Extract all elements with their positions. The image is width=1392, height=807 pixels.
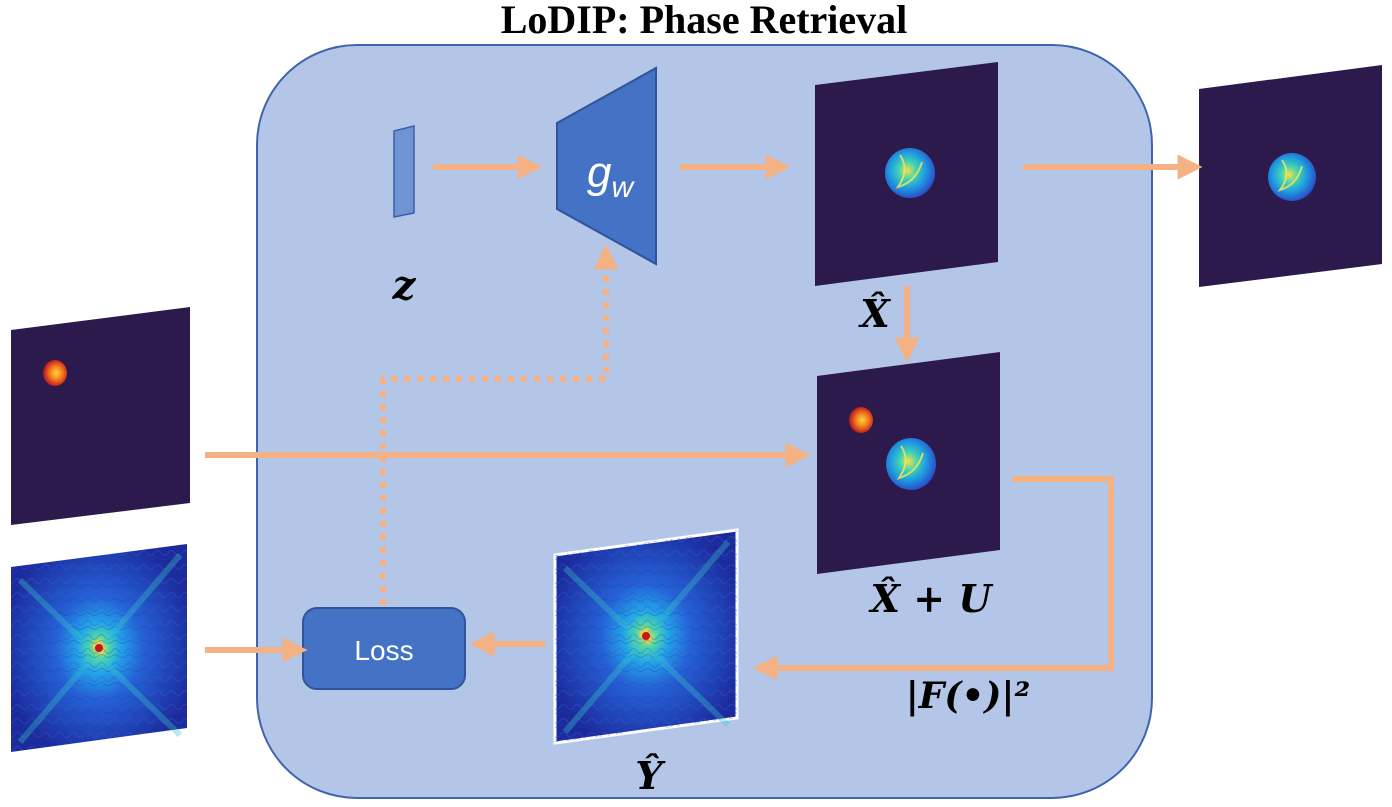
- estimate-image: [815, 62, 998, 286]
- diagram-title: LoDIP: Phase Retrieval: [501, 0, 908, 42]
- latent-label: z: [392, 262, 417, 309]
- loss-label: Loss: [354, 635, 413, 666]
- latent-vector-icon: [393, 125, 415, 218]
- generator-subscript: w: [611, 171, 635, 204]
- estimate-label: X̂: [858, 291, 891, 336]
- svg-text:gw: gw: [587, 148, 635, 204]
- predicted-diffraction-image: [553, 528, 739, 745]
- loss-box-icon: Loss: [302, 607, 466, 690]
- estimate-plus-u-image: [817, 352, 1000, 574]
- arrow-forward-operator: [752, 476, 1114, 681]
- arrow-loss-backprop: [380, 244, 619, 605]
- forward-operator-label: |F(•)|²: [906, 675, 1031, 717]
- known-reference-image: [11, 307, 190, 525]
- generator-trapezoid-icon: gw: [556, 66, 657, 266]
- predicted-measurement-label: Ŷ: [635, 753, 666, 798]
- measured-diffraction-image: [11, 544, 187, 752]
- estimate-plus-u-label: X̂ + U: [869, 576, 995, 621]
- generator-label: g: [587, 148, 612, 197]
- output-image: [1199, 65, 1382, 287]
